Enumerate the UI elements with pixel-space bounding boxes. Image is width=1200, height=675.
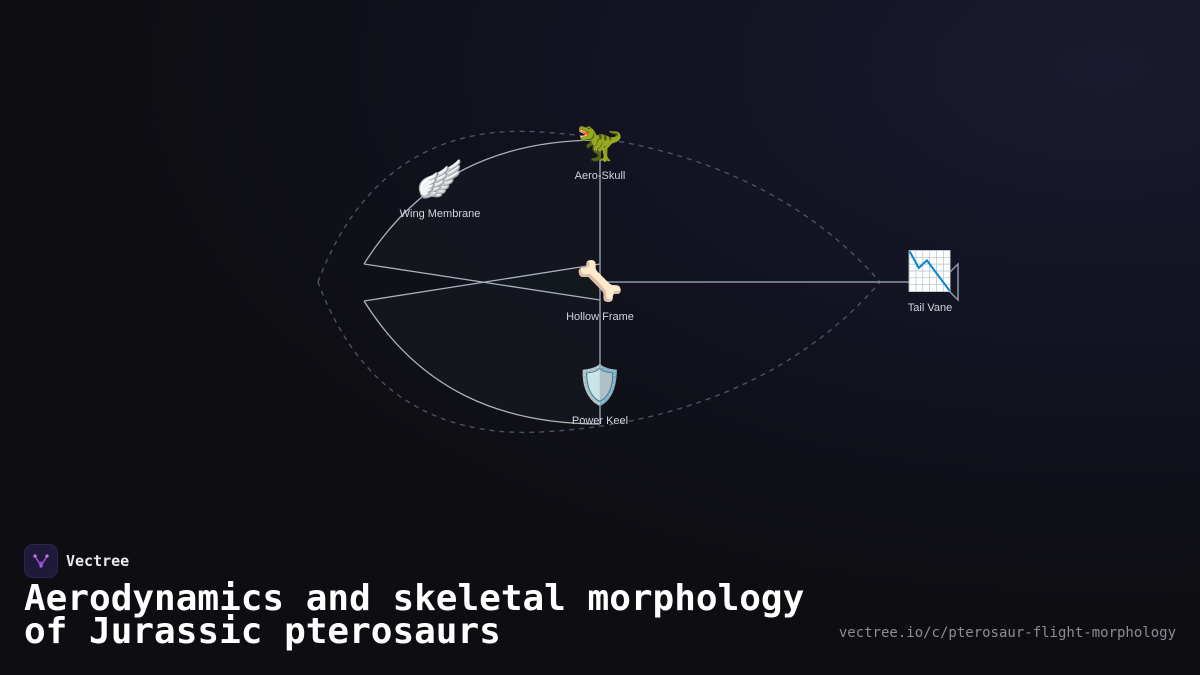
node-label-wing-membrane: Wing Membrane xyxy=(400,208,481,220)
vectree-tree-icon xyxy=(24,544,58,578)
shield-icon: 🛡️ xyxy=(576,363,623,407)
node-tail-vane[interactable]: 📉 Tail Vane xyxy=(906,249,953,314)
dinosaur-icon: 🦖 xyxy=(576,120,623,164)
wing-icon: 🪽 xyxy=(416,157,463,201)
upper-wing-region xyxy=(364,140,600,300)
node-power-keel[interactable]: 🛡️ Power Keel xyxy=(572,363,628,427)
vectree-logo-mark xyxy=(33,554,49,568)
node-aero-skull[interactable]: 🦖 Aero-Skull xyxy=(575,120,626,182)
bone-icon: 🦴 xyxy=(576,258,623,303)
chart-decreasing-icon: 📉 xyxy=(906,249,953,293)
brand: Vectree xyxy=(24,544,129,578)
brand-name: Vectree xyxy=(66,552,130,570)
source-url[interactable]: vectree.io/c/pterosaur-flight-morphology xyxy=(838,625,1176,641)
node-wing-membrane[interactable]: 🪽 Wing Membrane xyxy=(400,157,481,220)
lower-wing-edge xyxy=(363,300,601,425)
node-label-tail-vane: Tail Vane xyxy=(908,302,952,314)
strut-lower xyxy=(363,263,601,302)
lower-wing-region xyxy=(364,264,600,424)
node-hollow-frame[interactable]: 🦴 Hollow Frame xyxy=(566,258,634,323)
upper-wing-edge xyxy=(363,139,601,265)
node-label-hollow-frame: Hollow Frame xyxy=(566,311,634,323)
node-label-power-keel: Power Keel xyxy=(572,415,628,427)
node-label-aero-skull: Aero-Skull xyxy=(575,170,626,182)
tail-fin xyxy=(938,262,959,302)
page-title: Aerodynamics and skeletal morphology of … xyxy=(24,578,805,652)
